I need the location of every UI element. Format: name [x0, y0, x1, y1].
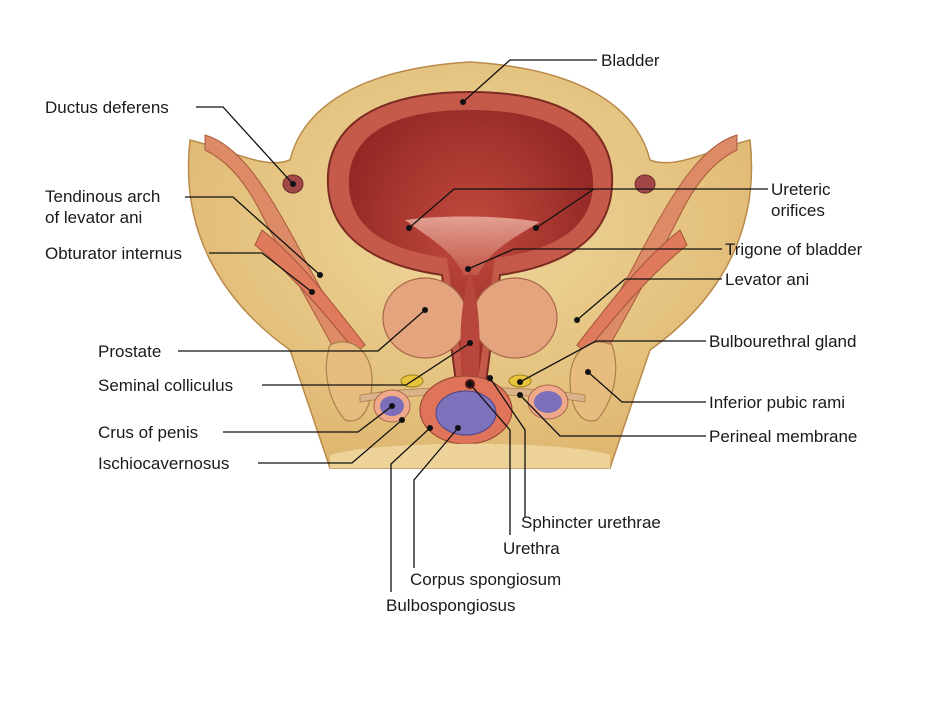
label-bulbospongiosus: Bulbospongiosus	[386, 596, 515, 615]
label-perineal-membrane: Perineal membrane	[709, 427, 857, 446]
ductus-deferens-right	[635, 175, 655, 193]
prostate-lobe-left	[383, 278, 467, 358]
label-ductus-deferens: Ductus deferens	[45, 98, 169, 117]
label-bladder: Bladder	[601, 51, 660, 70]
label-seminal-colliculus: Seminal colliculus	[98, 376, 233, 395]
prostate-lobe-right	[473, 278, 557, 358]
label-bulbourethral-gland: Bulbourethral gland	[709, 332, 856, 351]
label-ureteric-orifices-line2: orifices	[771, 201, 825, 220]
label-crus-of-penis: Crus of penis	[98, 423, 198, 442]
label-obturator-internus: Obturator internus	[45, 244, 182, 263]
label-trigone: Trigone of bladder	[725, 240, 863, 259]
label-ischiocavernosus: Ischiocavernosus	[98, 454, 229, 473]
corpus-spongiosum	[436, 391, 496, 435]
label-tendinous-arch-line1: Tendinous arch	[45, 187, 160, 206]
label-sphincter-urethrae: Sphincter urethrae	[521, 513, 661, 532]
label-inferior-pubic-rami: Inferior pubic rami	[709, 393, 845, 412]
label-ureteric-orifices-line1: Ureteric	[771, 180, 831, 199]
illustration	[188, 62, 751, 468]
label-urethra: Urethra	[503, 539, 560, 558]
label-levator-ani: Levator ani	[725, 270, 809, 289]
label-corpus-spongiosum: Corpus spongiosum	[410, 570, 561, 589]
label-prostate: Prostate	[98, 342, 161, 361]
label-tendinous-arch-line2: of levator ani	[45, 208, 142, 227]
